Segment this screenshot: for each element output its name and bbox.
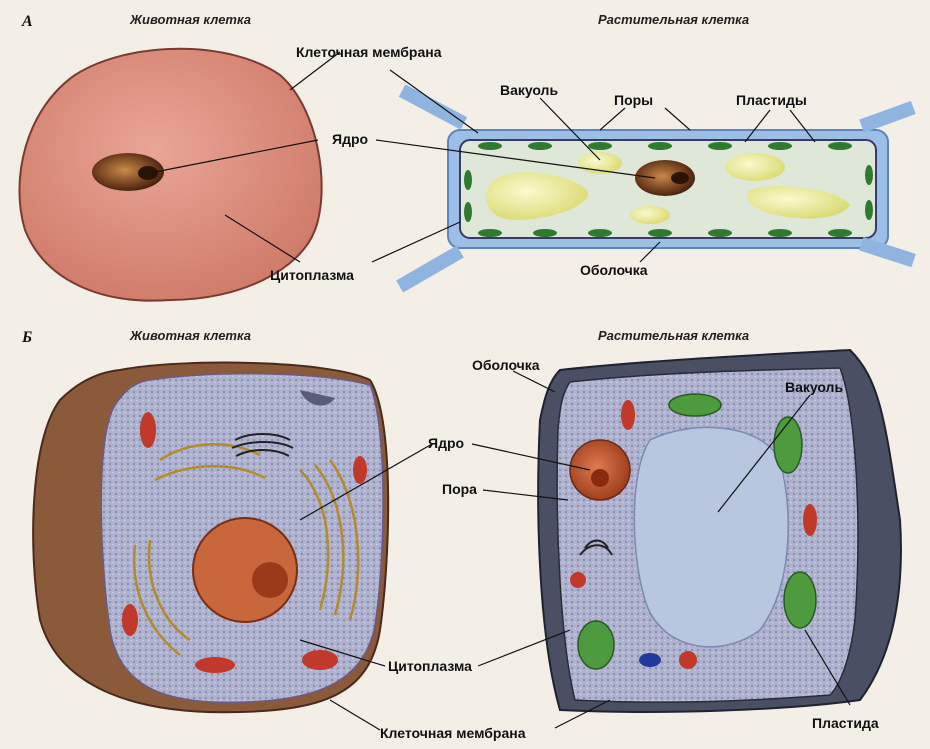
label-a-nucleus: Ядро bbox=[332, 131, 368, 147]
plant-cell-b-blue-body bbox=[639, 653, 661, 667]
label-b-membrane: Клеточная мембрана bbox=[380, 725, 526, 741]
label-a-cytoplasm: Цитоплазма bbox=[270, 267, 354, 283]
plant-cell-a-nucleolus bbox=[671, 172, 689, 184]
animal-cell-b-nucleolus bbox=[252, 562, 288, 598]
label-b-wall: Оболочка bbox=[472, 357, 540, 373]
label-a-wall: Оболочка bbox=[580, 262, 648, 278]
label-a-vacuole: Вакуоль bbox=[500, 82, 558, 98]
plant-cell-b-nucleolus bbox=[591, 469, 609, 487]
section-a-letter: А bbox=[21, 13, 33, 30]
animal-cell-a-nucleolus bbox=[138, 166, 158, 180]
animal-cell-a bbox=[19, 49, 321, 301]
plant-cell-b-vacuole bbox=[634, 427, 788, 646]
label-b-cytoplasm: Цитоплазма bbox=[388, 658, 472, 674]
label-b-vacuole: Вакуоль bbox=[785, 379, 843, 395]
section-b-letter: Б bbox=[21, 329, 32, 346]
section-a-animal-title: Животная клетка bbox=[129, 12, 251, 27]
section-b-animal-title: Животная клетка bbox=[129, 328, 251, 343]
label-b-plastid: Пластида bbox=[812, 715, 879, 731]
section-a-plant-title: Растительная клетка bbox=[598, 12, 749, 27]
label-a-pores: Поры bbox=[614, 92, 653, 108]
label-a-membrane: Клеточная мембрана bbox=[296, 44, 442, 60]
label-b-pore: Пора bbox=[442, 481, 477, 497]
label-a-plastids: Пластиды bbox=[736, 92, 807, 108]
section-b-plant-title: Растительная клетка bbox=[598, 328, 749, 343]
label-b-nucleus: Ядро bbox=[428, 435, 464, 451]
